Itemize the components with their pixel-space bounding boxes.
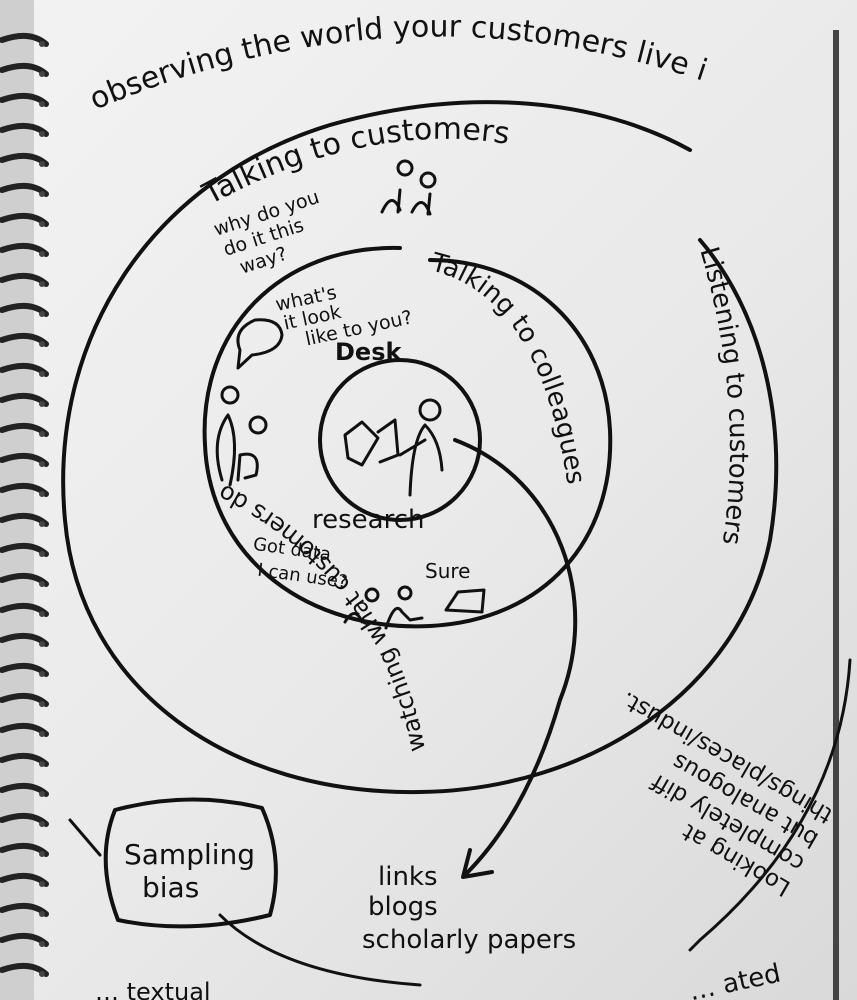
label-bottom-right-cutoff: … ated [686, 959, 783, 1000]
binding-hole [39, 71, 45, 77]
sampling-bias-box [103, 797, 278, 929]
binding-hole [39, 341, 45, 347]
binding-hole [39, 131, 45, 137]
binding-hole [39, 551, 45, 557]
arrowhead [461, 848, 494, 879]
binding-hole [39, 41, 45, 47]
label-scholarly-papers: scholarly papers [362, 925, 576, 955]
binding-hole [39, 821, 45, 827]
binding-hole [39, 671, 45, 677]
colleague-figures-icon [215, 385, 268, 487]
binding-hole [39, 101, 45, 107]
binding-hole [39, 941, 45, 947]
middle-spiral-circle [202, 245, 613, 629]
label-blogs: blogs [368, 892, 438, 922]
looking-bracket [688, 658, 852, 952]
binding-hole [39, 161, 45, 167]
binding-hole [39, 791, 45, 797]
label-talking-colleagues: Talking to colleagues [427, 247, 590, 486]
label-listening-customers: Listening to customers [693, 244, 753, 547]
binding-hole [39, 461, 45, 467]
label-desk: Desk [335, 338, 402, 366]
binding-hole [39, 371, 45, 377]
binding-hole [39, 881, 45, 887]
label-research: research [312, 505, 424, 535]
binding-hole [39, 221, 45, 227]
binding-hole [39, 971, 45, 977]
person-at-desk-icon [343, 398, 444, 497]
binding-hole [39, 851, 45, 857]
sampling-bias-pointer [68, 818, 102, 857]
binding-hole [39, 641, 45, 647]
looking-note: Looking at completely diff but analogous… [617, 686, 837, 901]
binding-hole [39, 401, 45, 407]
label-bias: bias [142, 871, 199, 904]
binding-hole [39, 491, 45, 497]
label-sure: Sure [425, 559, 470, 583]
label-observing-world: observing the world your customers live … [0, 0, 711, 117]
binding-hole [39, 251, 45, 257]
spiral-tail-arrow [453, 438, 578, 877]
binding-hole [39, 281, 45, 287]
label-links: links [378, 862, 438, 892]
binding-hole [39, 731, 45, 737]
inner-spiral-circle [318, 358, 482, 522]
binding-hole [39, 431, 45, 437]
label-bottom-left-cutoff: … textual [95, 978, 211, 1000]
binding-hole [39, 911, 45, 917]
spiral-binding [0, 0, 49, 1000]
sampling-bias-curve [218, 913, 422, 987]
binding-hole [39, 761, 45, 767]
label-talking-customers: Talking to customers [196, 112, 511, 213]
binding-hole [39, 581, 45, 587]
binding-hole [39, 701, 45, 707]
label-sampling: Sampling [124, 838, 255, 871]
binding-hole [39, 521, 45, 527]
binding-hole [39, 191, 45, 197]
speech-bubble-icon [236, 318, 284, 370]
binding-hole [39, 311, 45, 317]
outer-spiral-circle [61, 100, 779, 795]
researcher-figures-icon [343, 585, 486, 630]
customer-figures-icon [380, 159, 437, 216]
binding-hole [39, 611, 45, 617]
